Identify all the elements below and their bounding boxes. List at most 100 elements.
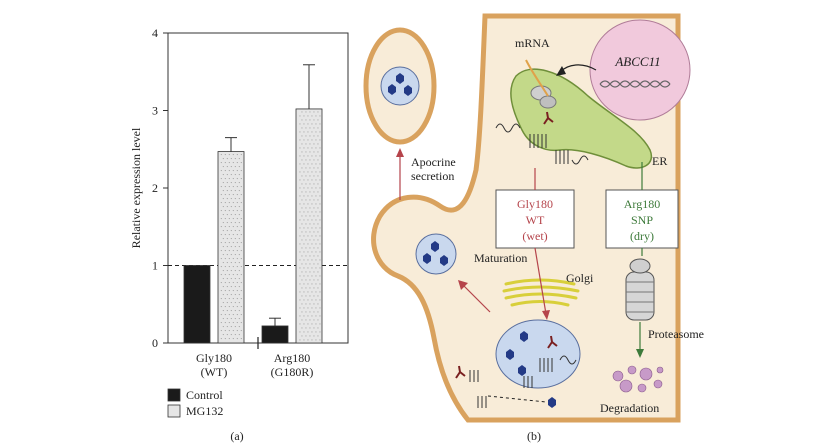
bar-texture-dot xyxy=(309,263,311,265)
bar-texture-dot xyxy=(299,307,301,309)
bar-texture-dot xyxy=(301,167,303,169)
bar-texture-dot xyxy=(299,123,301,125)
bar-texture-dot xyxy=(309,183,311,185)
bar-texture-dot xyxy=(240,162,242,164)
bar-texture-dot xyxy=(305,215,307,217)
bar-texture-dot xyxy=(228,330,230,332)
bar-texture-dot xyxy=(307,147,309,149)
bar-texture-dot xyxy=(240,298,242,300)
bar-texture-dot xyxy=(226,222,228,224)
bar-texture-dot xyxy=(238,270,240,272)
bar-texture-dot xyxy=(299,251,301,253)
bar-texture-dot xyxy=(305,151,307,153)
bar-texture-dot xyxy=(315,315,317,317)
bar-texture-dot xyxy=(299,299,301,301)
bar-texture-dot xyxy=(238,326,240,328)
bar-texture-dot xyxy=(228,186,230,188)
bar-texture-dot xyxy=(238,198,240,200)
bar-texture-dot xyxy=(311,275,313,277)
bar-texture-dot xyxy=(232,306,234,308)
bar-texture-dot xyxy=(240,178,242,180)
bar-texture-dot xyxy=(220,282,222,284)
x-axis-labels: Gly180(WT)Arg180(G180R) xyxy=(196,351,313,379)
bar-texture-dot xyxy=(236,210,238,212)
bar-texture-dot xyxy=(315,131,317,133)
bar-texture-dot xyxy=(307,243,309,245)
bar-texture-dot xyxy=(230,174,232,176)
bar-texture-dot xyxy=(315,219,317,221)
bar-texture-dot xyxy=(224,322,226,324)
protein-hexagon xyxy=(506,349,514,360)
bar-texture-dot xyxy=(299,235,301,237)
bar-texture-dot xyxy=(228,290,230,292)
bar-texture-dot xyxy=(228,170,230,172)
bar-texture-dot xyxy=(317,279,319,281)
bar-texture-dot xyxy=(299,139,301,141)
bar-texture-dot xyxy=(228,338,230,340)
bar-texture-dot xyxy=(311,179,313,181)
bar-texture-dot xyxy=(303,219,305,221)
bar-texture-dot xyxy=(301,271,303,273)
bar-texture-dot xyxy=(236,154,238,156)
bar-texture-dot xyxy=(299,315,301,317)
y-tick-label: 1 xyxy=(152,259,158,273)
bar-texture-dot xyxy=(317,167,319,169)
bar-texture-dot xyxy=(299,227,301,229)
bar-texture-dot xyxy=(220,154,222,156)
bar-texture-dot xyxy=(313,303,315,305)
bar-texture-dot xyxy=(230,294,232,296)
bar-texture-dot xyxy=(305,127,307,129)
bar-texture-dot xyxy=(226,198,228,200)
bar-texture-dot xyxy=(226,174,228,176)
bar-texture-dot xyxy=(220,194,222,196)
bar-texture-dot xyxy=(222,318,224,320)
nucleus-gene-label: ABCC11 xyxy=(614,54,660,69)
bar-texture-dot xyxy=(226,182,228,184)
bar-texture-dot xyxy=(234,278,236,280)
bar-texture-dot xyxy=(236,306,238,308)
bar-texture-dot xyxy=(222,214,224,216)
bar-texture-dot xyxy=(313,295,315,297)
bar-texture-dot xyxy=(305,175,307,177)
bar-texture-dot xyxy=(315,179,317,181)
legend-label-control: Control xyxy=(186,388,223,402)
bar-texture-dot xyxy=(303,155,305,157)
bar-texture-dot xyxy=(232,250,234,252)
bar-texture-dot xyxy=(240,202,242,204)
bar-texture-dot xyxy=(234,230,236,232)
bar-texture-dot xyxy=(309,247,311,249)
bar-texture-dot xyxy=(301,327,303,329)
bar-texture-dot xyxy=(232,170,234,172)
bar-texture-dot xyxy=(317,311,319,313)
bar-texture-dot xyxy=(224,234,226,236)
bar-texture-dot xyxy=(311,243,313,245)
bar-texture-dot xyxy=(307,267,309,269)
bar-texture-dot xyxy=(307,219,309,221)
bar-texture-dot xyxy=(232,234,234,236)
bar-texture-dot xyxy=(301,119,303,121)
bar-texture-dot xyxy=(299,171,301,173)
bar-texture-dot xyxy=(228,162,230,164)
bar-texture-dot xyxy=(234,310,236,312)
proteasome-label: Proteasome xyxy=(648,327,704,341)
bar-texture-dot xyxy=(226,270,228,272)
bar-texture-dot xyxy=(220,202,222,204)
bar-texture-dot xyxy=(220,338,222,340)
bar-texture-dot xyxy=(226,302,228,304)
bar-texture-dot xyxy=(311,115,313,117)
wt-box-line2: WT xyxy=(526,213,545,227)
bar-texture-dot xyxy=(224,266,226,268)
bar-texture-dot xyxy=(220,226,222,228)
bar-texture-dot xyxy=(232,154,234,156)
bar-texture-dot xyxy=(317,335,319,337)
bar-texture-dot xyxy=(220,218,222,220)
bar-texture-dot xyxy=(313,175,315,177)
bar-texture-dot xyxy=(222,158,224,160)
bar-texture-dot xyxy=(303,163,305,165)
bar-texture-dot xyxy=(299,291,301,293)
bar-texture-dot xyxy=(311,163,313,165)
bar-texture-dot xyxy=(313,319,315,321)
bar-texture-dot xyxy=(224,274,226,276)
bar-texture-dot xyxy=(236,330,238,332)
bar-texture-dot xyxy=(230,222,232,224)
